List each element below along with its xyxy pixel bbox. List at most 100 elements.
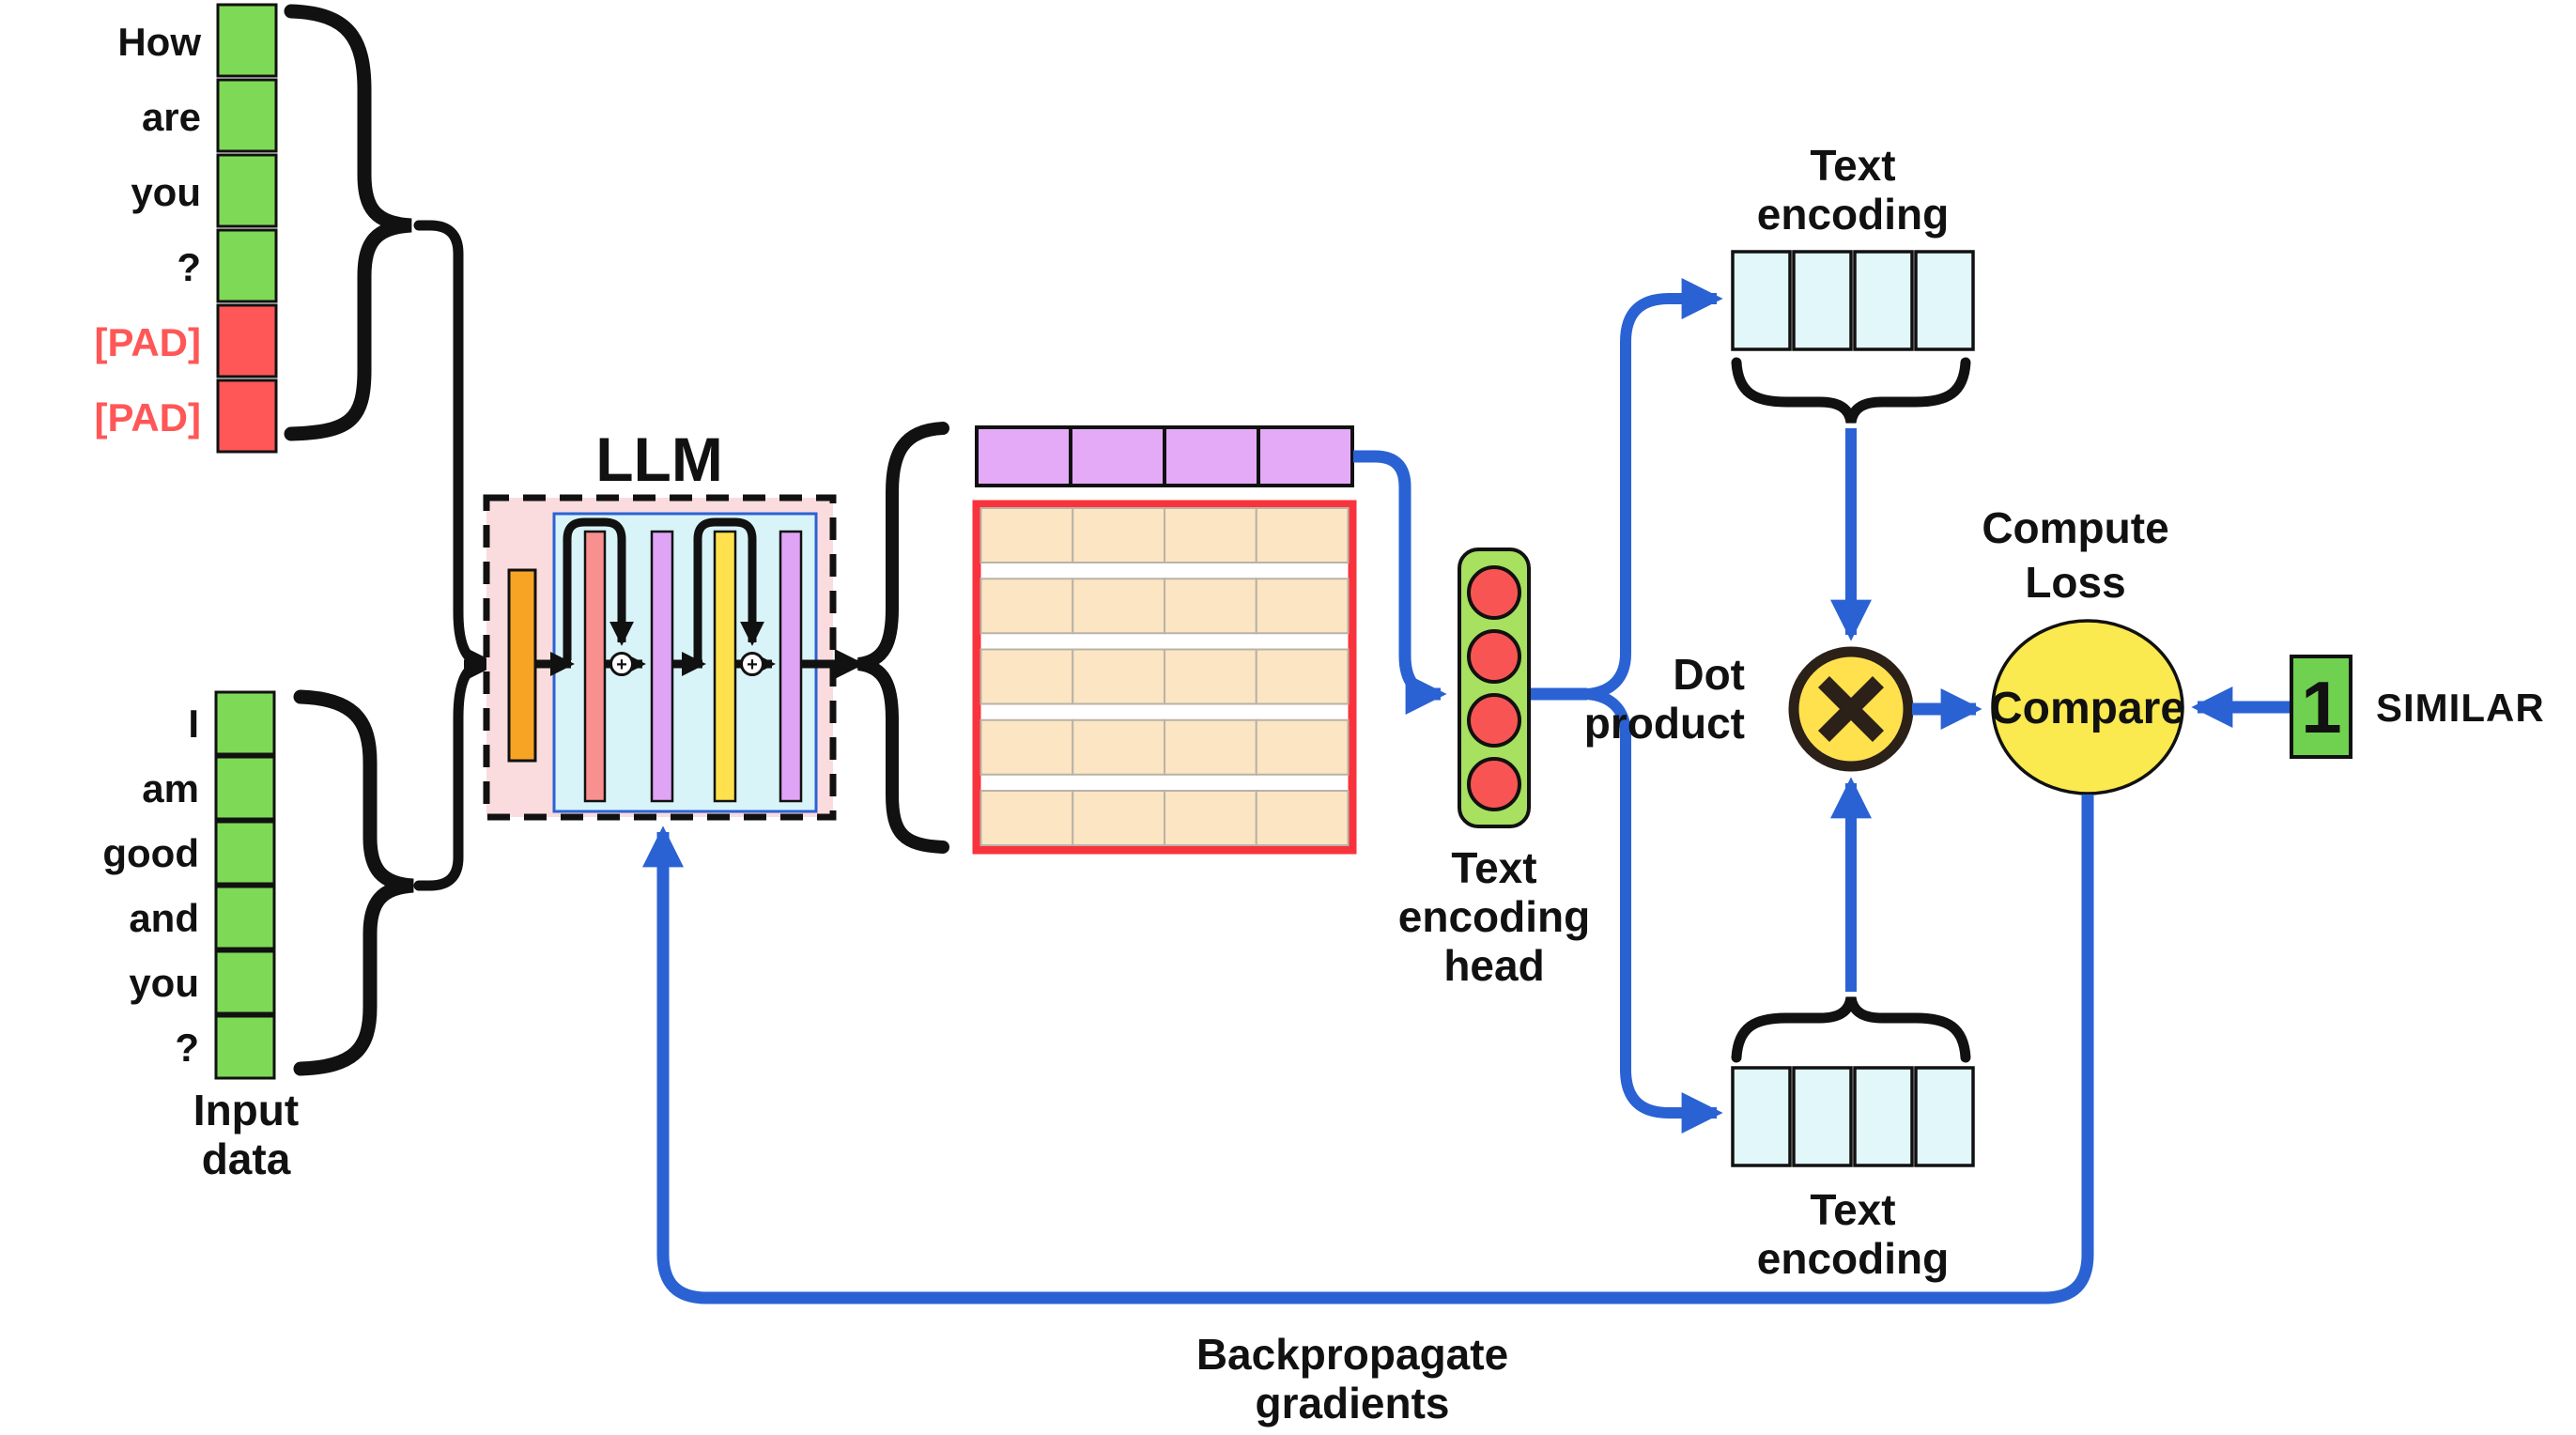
encoding-cell xyxy=(1792,250,1853,351)
token-cell xyxy=(216,78,278,153)
pad-token-label: [PAD] xyxy=(94,395,201,440)
last-token-cell xyxy=(1163,425,1260,487)
layer-bar-attention xyxy=(583,530,607,803)
matrix-row xyxy=(979,790,1350,846)
token-cell xyxy=(216,3,278,78)
text-encoding-head: Text encoding head xyxy=(1353,450,1590,990)
token-cell xyxy=(216,228,278,303)
encoding-bottom-label: Text xyxy=(1810,1185,1895,1234)
split-branch-down xyxy=(1586,688,1723,1134)
encoding-bottom-label: encoding xyxy=(1757,1234,1949,1283)
pad-token-label: [PAD] xyxy=(94,320,201,364)
token-label: good xyxy=(102,831,199,875)
layer-bar xyxy=(650,530,674,803)
matrix-row xyxy=(979,718,1350,776)
skip-connection-arc xyxy=(563,517,634,660)
target-value-box xyxy=(2290,655,2352,759)
input-merge-connectors xyxy=(413,220,499,891)
token-label: ? xyxy=(177,245,201,289)
compute-loss-label: Compute xyxy=(1982,503,2168,552)
target-value: 1 xyxy=(2301,666,2341,748)
dot-product-label: product xyxy=(1584,699,1745,748)
input-sequence-2: I am good and you ? Input data xyxy=(102,689,414,1183)
compute-loss-label: Loss xyxy=(2025,558,2125,607)
encoding-cell xyxy=(1914,250,1975,351)
brace-sequence-1 xyxy=(284,4,412,441)
plus-icon: + xyxy=(747,655,758,675)
pad-token-cell xyxy=(216,303,278,378)
token-label: and xyxy=(129,896,199,940)
head-neuron xyxy=(1467,693,1521,748)
token-label: am xyxy=(142,766,199,810)
encoding-cell xyxy=(1731,1066,1792,1167)
target-similarity: 1 SIMILAR xyxy=(2191,655,2545,759)
compare-node xyxy=(1991,619,2184,795)
dot-product-label: Dot xyxy=(1673,650,1745,699)
encoding-cell xyxy=(1853,1066,1914,1167)
head-label: Text xyxy=(1451,843,1536,892)
similar-label: SIMILAR xyxy=(2376,686,2545,730)
embedding-bar xyxy=(507,568,537,763)
token-label: are xyxy=(142,95,201,139)
text-encoding-bottom: Text encoding xyxy=(1731,777,1975,1283)
token-cell xyxy=(214,885,276,950)
backprop-path xyxy=(642,795,2094,1304)
brace-sequence-2 xyxy=(293,689,414,1076)
token-cell xyxy=(214,820,276,886)
matrix-row xyxy=(979,648,1350,705)
plus-icon: + xyxy=(616,655,627,675)
encoding-cell xyxy=(1731,250,1792,351)
connector-line xyxy=(413,220,485,669)
last-token-cell xyxy=(975,425,1072,487)
token-cell xyxy=(216,153,278,228)
encoding-top-label: Text xyxy=(1810,141,1895,190)
input-data-label: Input xyxy=(193,1086,299,1134)
encoding-top-label: encoding xyxy=(1757,190,1949,239)
head-output-split xyxy=(1531,278,1723,1134)
brace-encoding-bottom xyxy=(1731,995,1971,1063)
connector-line xyxy=(413,659,485,891)
compare-label: Compare xyxy=(1990,684,2185,733)
token-label: you xyxy=(129,961,199,1005)
embedding-to-head-arrow xyxy=(1353,450,1447,715)
pad-token-cell xyxy=(216,378,278,454)
token-label: I xyxy=(188,702,199,746)
token-cell xyxy=(214,1014,276,1080)
hidden-states-matrix xyxy=(972,500,1357,855)
backprop-label: gradients xyxy=(1255,1379,1449,1427)
matrix-row xyxy=(979,507,1350,563)
skip-connection-arc xyxy=(693,517,764,660)
split-branch-up xyxy=(1586,278,1723,700)
output-embeddings xyxy=(972,425,1357,855)
head-label: encoding xyxy=(1398,892,1590,941)
matrix-row xyxy=(979,578,1350,635)
text-encoding-top: Text encoding xyxy=(1731,141,1975,641)
token-cell xyxy=(214,755,276,821)
encoding-cell xyxy=(1914,1066,1975,1167)
token-label: How xyxy=(117,20,201,64)
head-neuron xyxy=(1467,629,1521,684)
head-box xyxy=(1458,548,1531,828)
encoding-cell xyxy=(1792,1066,1853,1167)
head-label: head xyxy=(1443,941,1544,990)
token-cell xyxy=(214,949,276,1015)
residual-add-node xyxy=(740,652,764,676)
input-sequence-1: How are you ? [PAD] [PAD] xyxy=(94,3,412,454)
multiply-icon xyxy=(1817,675,1885,743)
backpropagation-loop: Backpropagate gradients xyxy=(642,795,2094,1427)
encoding-cell xyxy=(1853,250,1914,351)
token-cell xyxy=(214,690,276,756)
input-data-label: data xyxy=(202,1134,291,1183)
compute-loss-node: Compute Loss Compare xyxy=(1982,503,2185,795)
llm-title: LLM xyxy=(595,424,723,494)
head-neuron xyxy=(1467,757,1521,811)
layer-bar xyxy=(779,530,803,803)
llm-block: LLM + + xyxy=(483,424,865,821)
layer-bar-mlp xyxy=(713,530,737,803)
token-label: you xyxy=(131,170,201,214)
token-label: ? xyxy=(175,1026,199,1070)
head-neuron xyxy=(1467,565,1521,620)
last-token-cell xyxy=(1257,425,1354,487)
residual-add-node xyxy=(609,652,634,676)
